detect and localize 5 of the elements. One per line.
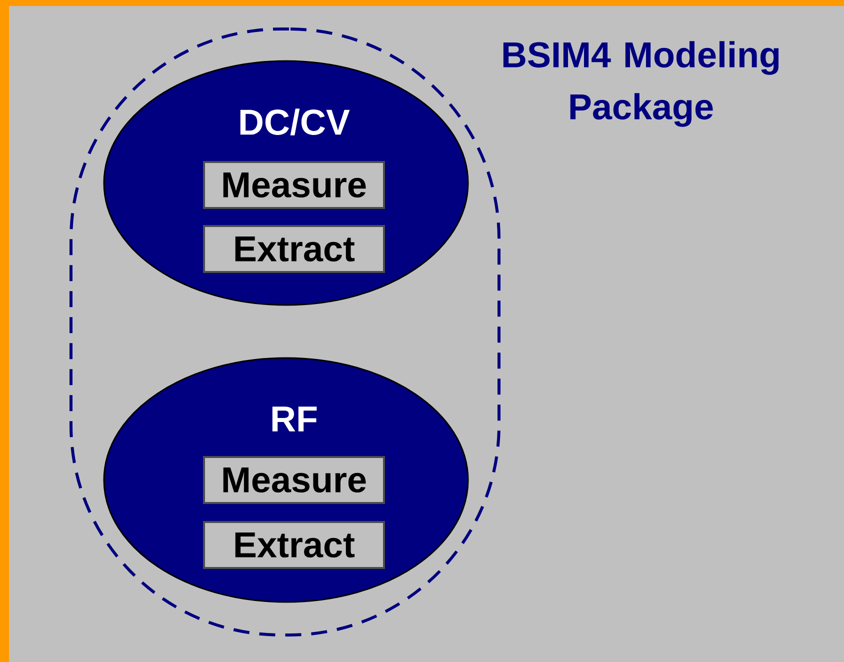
text-box: Measure xyxy=(203,456,385,504)
text-box: Extract xyxy=(203,225,385,273)
text-box: Measure xyxy=(203,161,385,209)
text-box: Extract xyxy=(203,521,385,569)
package-title: BSIM4 Modeling Package xyxy=(503,41,779,127)
